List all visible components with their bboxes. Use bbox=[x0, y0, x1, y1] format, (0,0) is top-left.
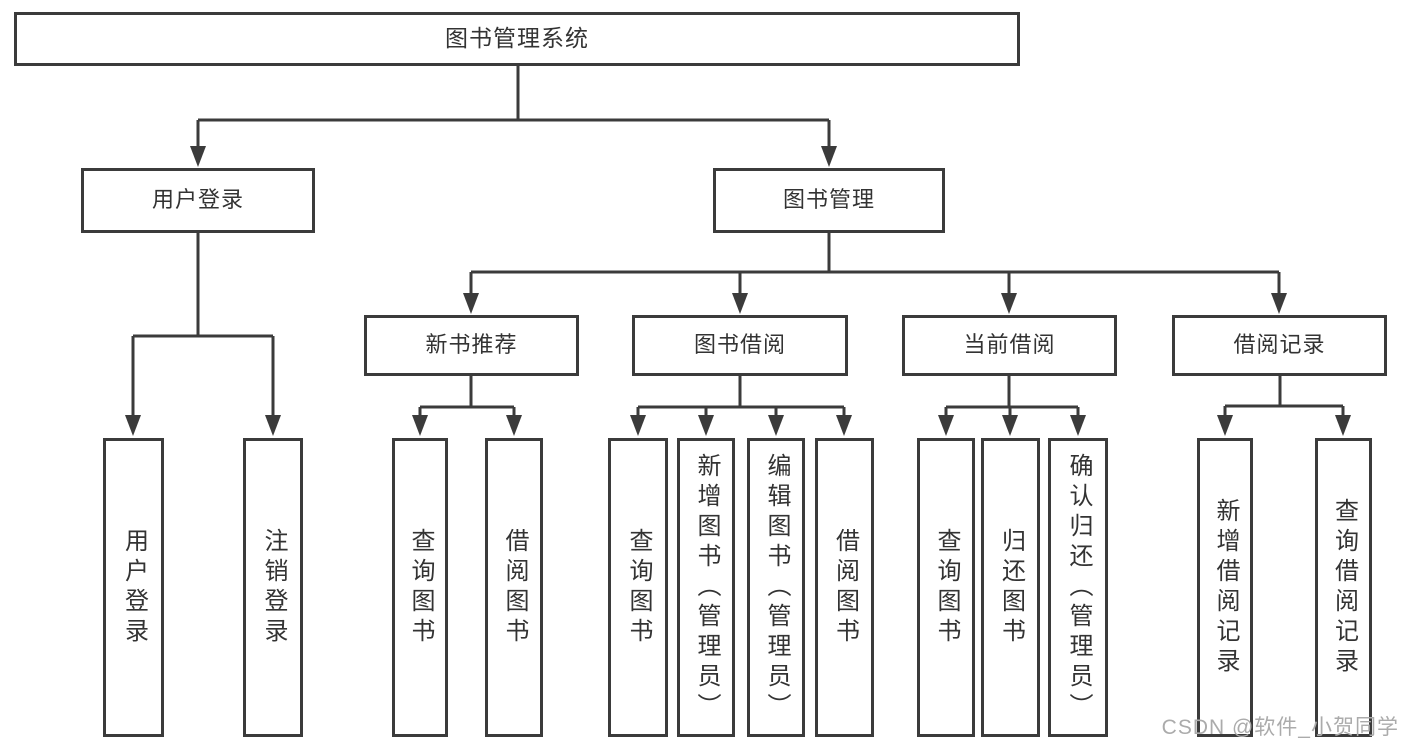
arrow-down-icon bbox=[1335, 415, 1351, 436]
arrow-down-icon bbox=[506, 415, 522, 436]
arrow-down-icon bbox=[821, 146, 837, 167]
node-current-borrowing: 当前借阅 bbox=[902, 315, 1117, 376]
node-new-book-recommendation: 新书推荐 bbox=[364, 315, 579, 376]
connector-current-to-leaves bbox=[944, 376, 1080, 416]
connector-mgmt-to-level3 bbox=[469, 233, 1281, 294]
arrow-down-icon bbox=[125, 415, 141, 436]
arrow-down-icon bbox=[1002, 415, 1018, 436]
node-borrowing-records: 借阅记录 bbox=[1172, 315, 1387, 376]
connector-records-to-leaves bbox=[1223, 376, 1345, 416]
arrow-down-icon bbox=[1217, 415, 1233, 436]
node-leaf-confirm-return-admin: 确认归还（管理员） bbox=[1048, 438, 1108, 737]
node-book-management: 图书管理 bbox=[713, 168, 945, 233]
arrow-down-icon bbox=[768, 415, 784, 436]
arrow-down-icon bbox=[630, 415, 646, 436]
arrow-down-icon bbox=[412, 415, 428, 436]
arrow-down-icon bbox=[732, 293, 748, 314]
node-book-borrowing: 图书借阅 bbox=[632, 315, 848, 376]
arrow-down-icon bbox=[190, 146, 206, 167]
node-leaf-add-borrow-record: 新增借阅记录 bbox=[1197, 438, 1253, 737]
arrow-down-icon bbox=[1001, 293, 1017, 314]
node-leaf-return-books: 归还图书 bbox=[981, 438, 1040, 737]
node-leaf-user-login: 用户登录 bbox=[103, 438, 164, 737]
node-leaf-query-borrow-record: 查询借阅记录 bbox=[1315, 438, 1372, 737]
arrow-down-icon bbox=[836, 415, 852, 436]
arrow-down-icon bbox=[463, 293, 479, 314]
node-leaf-query-books-current: 查询图书 bbox=[917, 438, 975, 737]
node-leaf-borrow-books: 借阅图书 bbox=[815, 438, 874, 737]
connector-login-to-leaves bbox=[131, 233, 275, 416]
node-leaf-query-books-borrow: 查询图书 bbox=[608, 438, 668, 737]
connector-newrec-to-leaves bbox=[418, 376, 516, 416]
connector-borrow-to-leaves bbox=[636, 376, 846, 416]
connector-root-to-level2 bbox=[196, 66, 831, 147]
csdn-watermark: CSDN @软件_小贺同学 bbox=[1161, 716, 1399, 739]
node-library-system-root: 图书管理系统 bbox=[14, 12, 1020, 66]
node-leaf-add-books-admin: 新增图书（管理员） bbox=[677, 438, 735, 737]
node-user-login: 用户登录 bbox=[81, 168, 315, 233]
node-leaf-query-books-recommend: 查询图书 bbox=[392, 438, 448, 737]
arrow-down-icon bbox=[938, 415, 954, 436]
arrow-down-icon bbox=[1070, 415, 1086, 436]
arrow-down-icon bbox=[698, 415, 714, 436]
node-leaf-borrow-books-recommend: 借阅图书 bbox=[485, 438, 543, 737]
arrow-down-icon bbox=[265, 415, 281, 436]
node-leaf-edit-books-admin: 编辑图书（管理员） bbox=[747, 438, 805, 737]
arrow-down-icon bbox=[1271, 293, 1287, 314]
arrowhead-icons bbox=[125, 146, 1351, 436]
node-leaf-logout: 注销登录 bbox=[243, 438, 303, 737]
